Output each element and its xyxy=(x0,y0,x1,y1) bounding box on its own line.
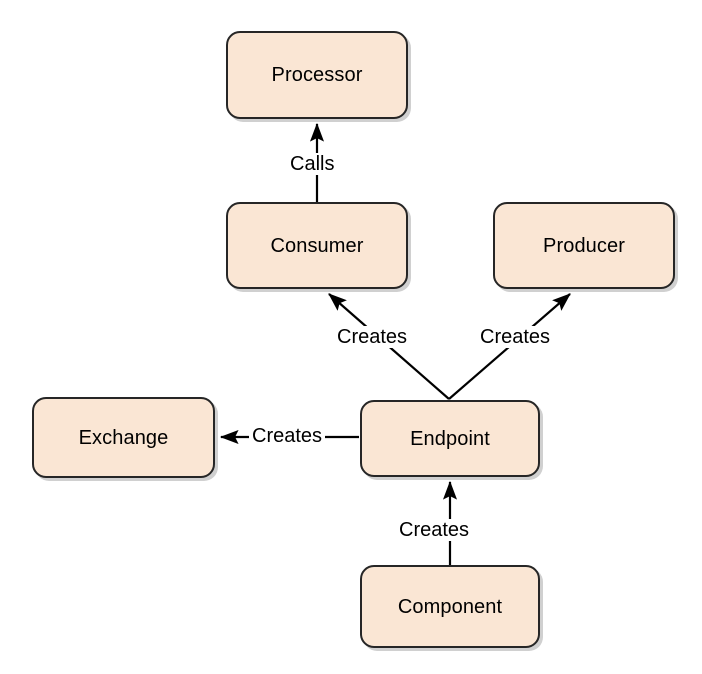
node-producer-label: Producer xyxy=(543,234,625,257)
node-consumer[interactable]: Consumer xyxy=(226,202,408,289)
node-exchange[interactable]: Exchange xyxy=(32,397,215,478)
edge-label-component-creates-endpoint: Creates xyxy=(396,519,473,541)
node-component-label: Component xyxy=(397,595,503,618)
edge-label-endpoint-creates-exchange: Creates xyxy=(249,425,326,447)
node-consumer-label: Consumer xyxy=(270,234,364,257)
node-processor[interactable]: Processor xyxy=(226,31,408,119)
node-endpoint-label: Endpoint xyxy=(410,427,490,450)
edge-label-consumer-calls-processor: Calls xyxy=(287,153,338,175)
node-processor-label: Processor xyxy=(271,64,363,86)
node-exchange-label: Exchange xyxy=(78,426,169,449)
node-producer[interactable]: Producer xyxy=(493,202,675,289)
node-component[interactable]: Component xyxy=(360,565,540,648)
edge-label-endpoint-creates-producer: Creates xyxy=(477,326,554,348)
edge-label-endpoint-creates-consumer: Creates xyxy=(334,326,411,348)
node-endpoint[interactable]: Endpoint xyxy=(360,400,540,477)
